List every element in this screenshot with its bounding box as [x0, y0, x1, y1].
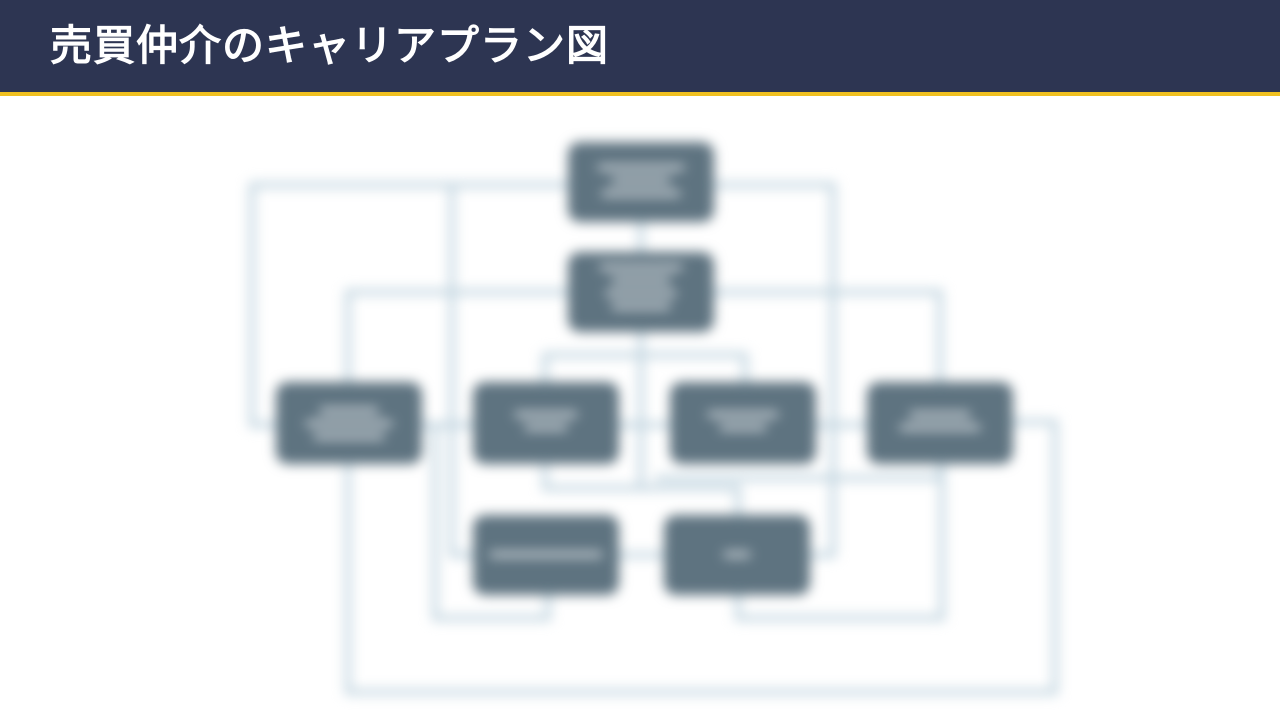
node-middle-3: [670, 382, 816, 464]
connector-second-left: [345, 289, 570, 385]
node-second: [568, 252, 714, 332]
node-bottom-1: [473, 515, 619, 595]
node-middle-2: [473, 382, 619, 464]
node-middle-1: [276, 382, 422, 464]
connector-second-right: [712, 289, 943, 385]
connector-top-right-outer: [712, 182, 836, 558]
node-top: [568, 142, 714, 222]
diagram-nodes: [276, 142, 1013, 595]
connector-bottom-right-loop: [735, 465, 945, 621]
connector-middle-bracket: [542, 352, 748, 385]
connector-bottom-bracket: [542, 465, 741, 515]
connector-top-left-outer: [249, 182, 570, 428]
connector-outer-bottom-loop: [345, 419, 1058, 695]
connector-lines: [249, 182, 1058, 695]
page-title: 売買仲介のキャリアプラン図: [50, 21, 610, 70]
connector-right-bottom-link: [655, 465, 943, 481]
header-bar: [0, 0, 1280, 92]
node-bottom-2: [664, 515, 810, 595]
connector-bottom-left-loop: [420, 422, 551, 621]
connector-top-to-bottom-left: [449, 182, 570, 558]
header-accent-line: [0, 92, 1280, 96]
node-middle-4: [867, 382, 1013, 464]
